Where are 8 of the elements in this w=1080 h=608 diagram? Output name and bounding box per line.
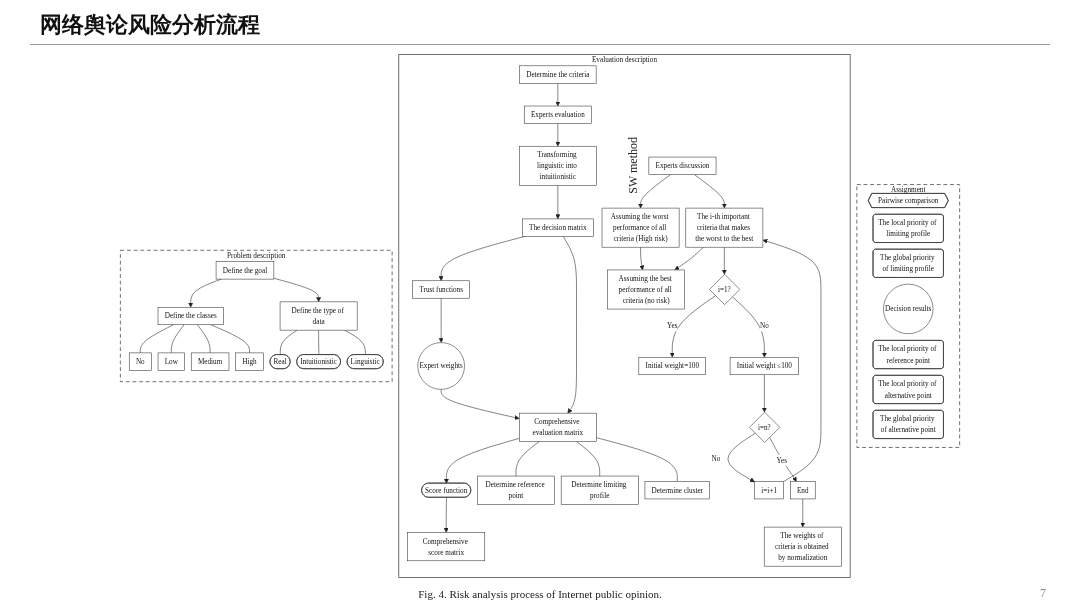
connector (210, 324, 250, 354)
caption: Fig. 4. Risk analysis process of Internet public opinion. (418, 588, 662, 600)
connector (318, 329, 320, 356)
page-number: 7 (1040, 586, 1046, 601)
connector (280, 329, 298, 356)
side-label: SW method (625, 137, 641, 195)
title: 网络舆论风险分析流程 (40, 11, 260, 39)
connector (344, 329, 366, 356)
